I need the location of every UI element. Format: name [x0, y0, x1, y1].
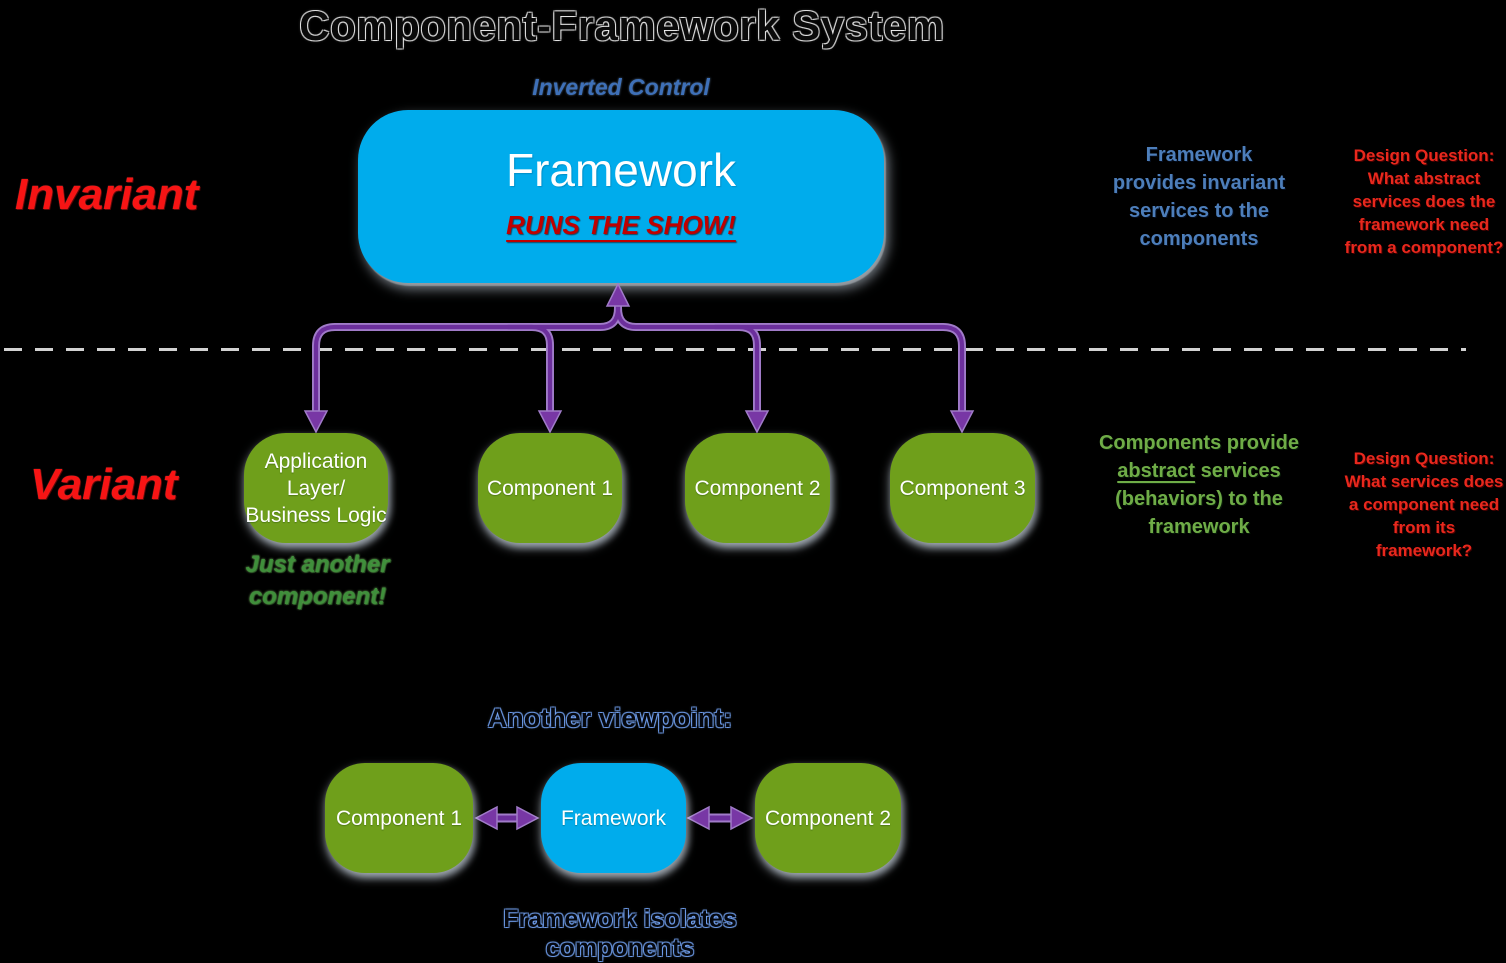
components-services-note: Components provide abstract services (be… — [1085, 429, 1313, 541]
component-2-box: Component 2 — [685, 433, 830, 543]
framework-box: Framework RUNS THE SHOW! — [358, 110, 884, 283]
viewpoint-framework-label: Framework — [560, 806, 666, 830]
another-viewpoint-heading: Another viewpoint: — [487, 703, 733, 733]
component-3-box: Component 3 — [890, 433, 1035, 543]
invariant-section-label: Invariant — [15, 170, 199, 219]
framework-services-note: Framework provides invariant services to… — [1112, 144, 1286, 250]
bidirectional-arrow-right — [686, 805, 754, 831]
component-2-box-label: Component 2 — [694, 476, 821, 500]
component-1-box: Component 1 — [478, 433, 622, 543]
components-note-line-4: framework — [1148, 516, 1250, 538]
design-question-variant: Design Question: What services does a co… — [1344, 449, 1504, 560]
just-another-component-note: Just another component! — [245, 551, 390, 610]
framework-box-tagline: RUNS THE SHOW! — [506, 210, 736, 240]
viewpoint-component-2-box: Component 2 — [755, 763, 901, 873]
viewpoint-component-1-box: Component 1 — [325, 763, 473, 873]
components-note-line-1: Components provide — [1098, 432, 1299, 454]
arrowhead-down-app-layer — [303, 410, 329, 434]
viewpoint-component-2-label: Component 2 — [764, 806, 892, 830]
invariant-variant-divider — [4, 348, 1466, 351]
abstract-underlined-word: abstract — [1117, 460, 1196, 482]
diagram-title: Component-Framework System — [299, 2, 945, 49]
viewpoint-framework-box: Framework — [541, 763, 686, 873]
app-layer-box-label: Application Layer/ Business Logic — [245, 449, 387, 527]
component-3-box-label: Component 3 — [899, 476, 1026, 500]
arrowhead-down-component-1 — [537, 410, 563, 434]
components-note-line-3: (behaviors) to the — [1115, 488, 1283, 510]
bidirectional-arrow-left — [474, 805, 540, 831]
design-question-invariant: Design Question: What abstract services … — [1344, 146, 1504, 257]
viewpoint-component-1-label: Component 1 — [335, 806, 463, 830]
component-1-box-label: Component 1 — [486, 476, 614, 500]
framework-to-components-connector — [303, 282, 975, 434]
inverted-control-label: Inverted Control — [532, 74, 710, 100]
arrowhead-down-component-2 — [744, 410, 770, 434]
components-note-line-2: abstract services — [1117, 460, 1281, 482]
connector-arrows — [303, 282, 975, 831]
variant-section-label: Variant — [30, 460, 178, 509]
arrowhead-down-component-3 — [949, 410, 975, 434]
framework-box-title: Framework — [505, 144, 737, 196]
arrowhead-up-to-framework — [605, 282, 631, 307]
app-layer-box: Application Layer/ Business Logic — [244, 433, 388, 543]
